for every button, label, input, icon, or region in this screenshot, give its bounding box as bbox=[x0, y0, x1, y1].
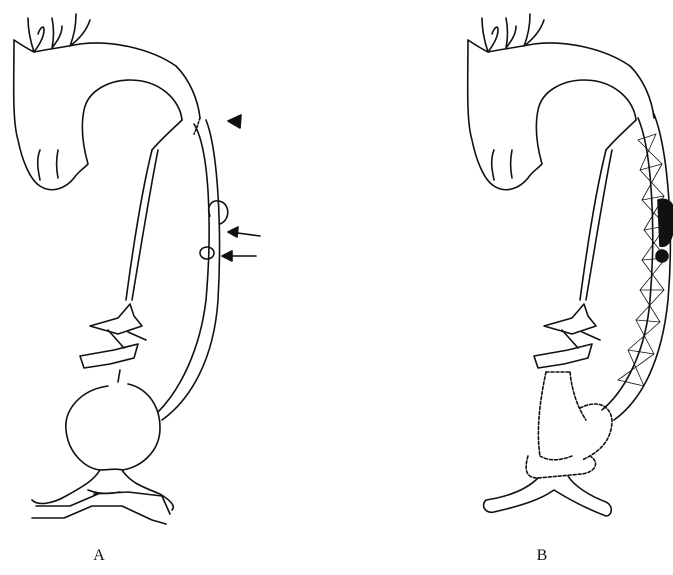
panel-a-iliac bbox=[32, 492, 170, 524]
panel-a-arrowhead bbox=[228, 115, 241, 128]
panel-a-neck-vessels bbox=[14, 14, 176, 66]
panel-a-aortic-arch bbox=[14, 40, 200, 190]
panel-b-graft-segment bbox=[526, 372, 612, 478]
panel-a-branch-vessels bbox=[80, 304, 146, 382]
panel-b-drawing bbox=[468, 14, 673, 516]
panel-b-iliac bbox=[484, 476, 612, 516]
panel-a-descending-aorta bbox=[126, 150, 158, 300]
panel-b-descending-aorta bbox=[580, 150, 612, 300]
panel-a-bypass-graft bbox=[158, 120, 220, 420]
panel-b-stent-graft bbox=[602, 114, 670, 420]
panel-b-branch-vessels bbox=[534, 304, 600, 368]
panel-b-neck-vessels bbox=[468, 14, 630, 66]
panel-a-aneurysm bbox=[32, 384, 173, 510]
panel-a-label: A bbox=[84, 547, 114, 565]
panel-a-drawing bbox=[14, 14, 260, 524]
panel-b-label: B bbox=[527, 547, 557, 565]
panel-b-aortic-arch bbox=[468, 40, 654, 190]
